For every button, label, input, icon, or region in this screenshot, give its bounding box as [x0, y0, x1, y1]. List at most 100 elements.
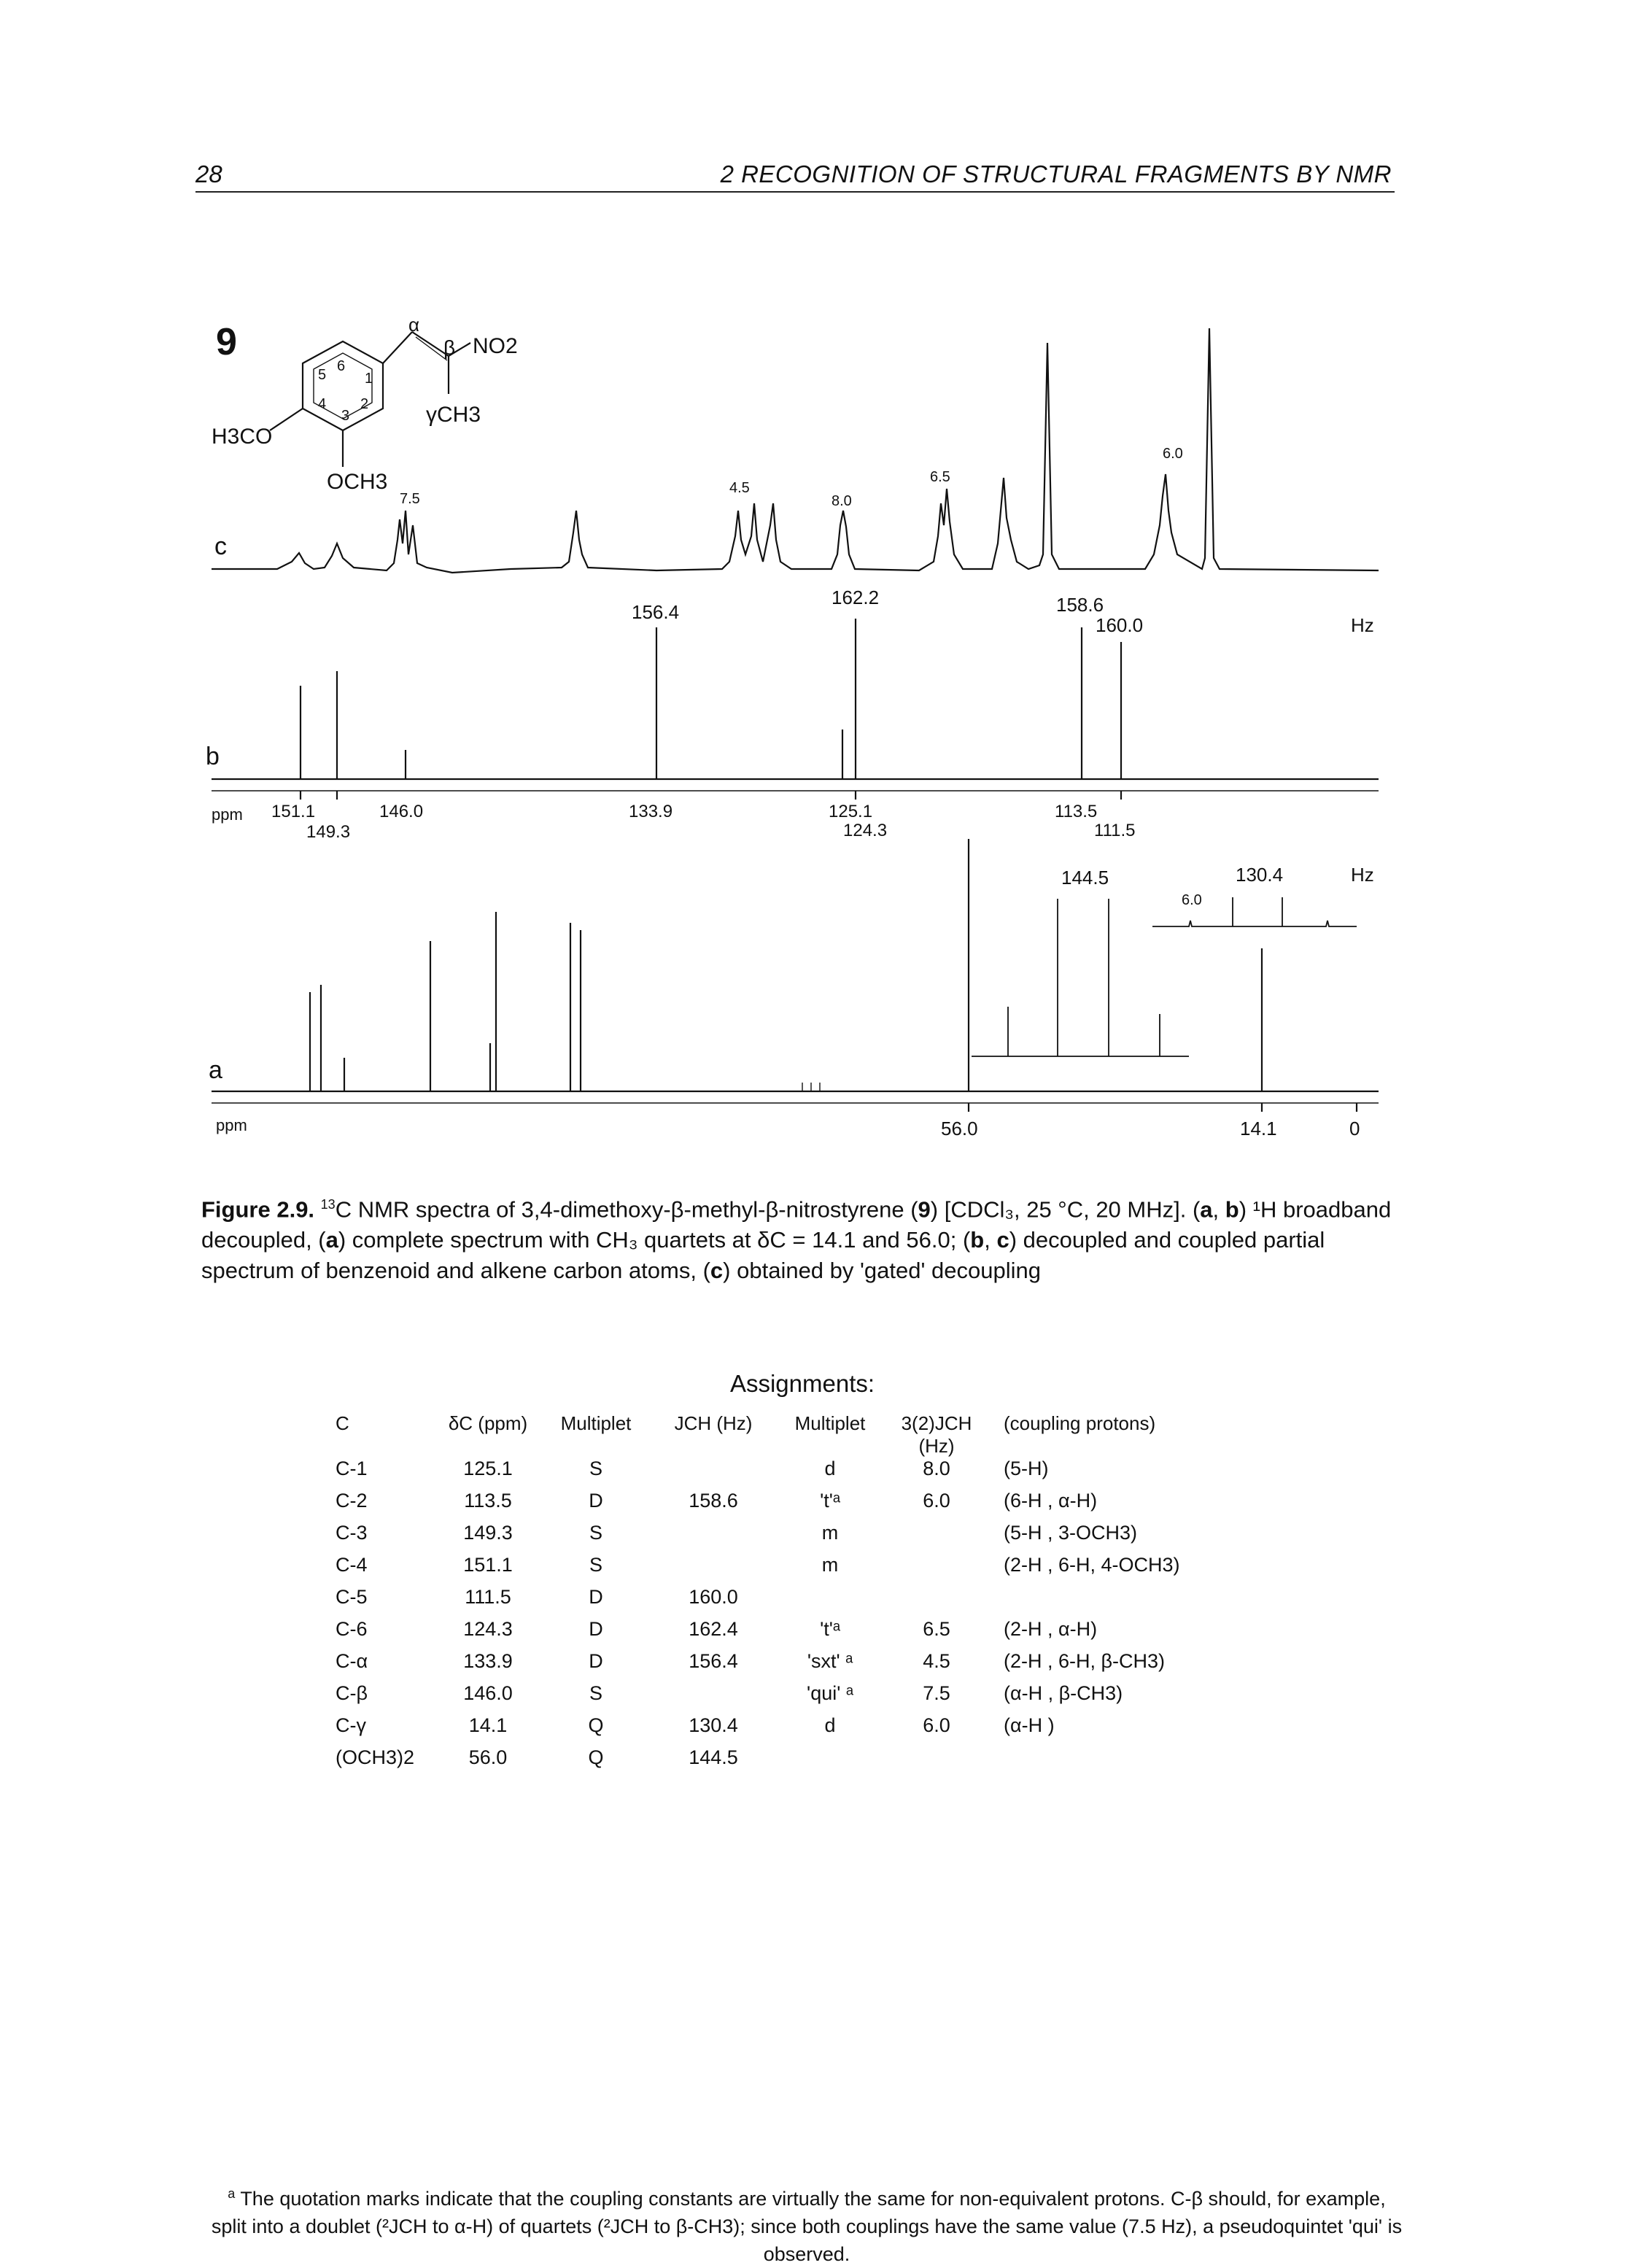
- table-cell: (OCH3)2: [336, 1746, 415, 1768]
- caption-text-6: ) obtained by 'gated' decoupling: [723, 1258, 1042, 1284]
- compound-number: 9: [216, 321, 237, 363]
- col-header: (coupling protons): [1004, 1412, 1156, 1434]
- table-cell: Q: [588, 1746, 604, 1768]
- table-cell: C-3: [336, 1522, 368, 1544]
- table-cell: D: [589, 1618, 603, 1640]
- table-cell: 'sxt' ᵃ: [807, 1650, 853, 1672]
- table-cell: [883, 1746, 991, 1779]
- ring-number-1: 1: [365, 371, 373, 387]
- table-cell: C-5: [336, 1586, 368, 1608]
- table-cell: 4.5: [923, 1650, 950, 1672]
- table-cell: (α-H ): [1004, 1714, 1055, 1736]
- a-tick-56: 56.0: [941, 1118, 978, 1139]
- figure-label: Figure 2.9.: [201, 1196, 315, 1223]
- caption-a: a: [1200, 1196, 1213, 1223]
- table-cell: D: [589, 1650, 603, 1672]
- table-cell: S: [589, 1458, 602, 1479]
- a-unit-hz: Hz: [1351, 864, 1374, 886]
- table-cell: 6.0: [923, 1490, 950, 1512]
- caption-compound: 9: [918, 1196, 931, 1223]
- methoxy-left-label: H3CO: [212, 425, 272, 449]
- table-cell: S: [589, 1554, 602, 1576]
- isotope-superscript: 13: [320, 1197, 336, 1212]
- table-cell: C-2: [336, 1490, 368, 1512]
- col-header: δC (ppm): [448, 1412, 528, 1434]
- table-cell: C-β: [336, 1682, 368, 1704]
- caption-b: b: [1225, 1196, 1239, 1223]
- table-cell: [649, 1522, 778, 1554]
- assignments-table: C δC (ppm) Multiplet JCH (Hz) Multiplet …: [336, 1412, 1237, 1779]
- caption-text-5: ) decoupled and coupled partial spectrum…: [201, 1227, 1325, 1284]
- table-cell: 113.5: [464, 1490, 512, 1512]
- table-cell: C-α: [336, 1650, 368, 1672]
- col-header: Multiplet: [794, 1412, 866, 1434]
- table-cell: 158.6: [689, 1490, 738, 1512]
- b-tick-149: 149.3: [306, 822, 350, 842]
- table-cell: 6.0: [923, 1714, 950, 1736]
- b-unit-hz: Hz: [1351, 614, 1374, 636]
- table-cell: 124.3: [463, 1618, 513, 1640]
- b-coupling-156: 156.4: [632, 601, 679, 623]
- footnote: a The quotation marks indicate that the …: [209, 2180, 1405, 2268]
- nitro-label: NO2: [473, 334, 518, 358]
- col-header: 3(2)JCH (Hz): [901, 1412, 972, 1457]
- chemical-structure: [269, 331, 471, 467]
- footnote-text: The quotation marks indicate that the co…: [211, 2188, 1403, 2265]
- table-row: C-2 113.5 D 158.6 't'ᵃ 6.0 (6-H , α-H): [336, 1490, 1237, 1522]
- table-cell: 162.4: [689, 1618, 738, 1640]
- table-cell: C-γ: [336, 1714, 366, 1736]
- b-tick-124: 124.3: [843, 821, 887, 840]
- figure-caption: Figure 2.9. 13C NMR spectra of 3,4-dimet…: [201, 1189, 1398, 1286]
- table-cell: m: [821, 1522, 839, 1544]
- table-cell: [883, 1554, 991, 1586]
- caption-text-4: ) complete spectrum with CH₃ quartets at…: [338, 1227, 971, 1253]
- ring-number-2: 2: [360, 396, 368, 412]
- table-cell: d: [824, 1714, 836, 1736]
- coupling-label-60: 6.0: [1163, 446, 1183, 462]
- table-cell: d: [824, 1458, 836, 1479]
- caption-text-1: C NMR spectra of 3,4-dimethoxy-β-methyl-…: [335, 1196, 918, 1223]
- coupling-label-75: 7.5: [400, 491, 420, 507]
- table-cell: (2-H , α-H): [1004, 1618, 1098, 1640]
- a-ppm-label: ppm: [216, 1116, 247, 1134]
- gamma-methyl-label: γCH3: [426, 403, 481, 427]
- table-cell: 'qui' ᵃ: [807, 1682, 853, 1704]
- page-header: 28 2 RECOGNITION OF STRUCTURAL FRAGMENTS…: [195, 155, 1392, 193]
- b-coupling-160: 160.0: [1096, 614, 1143, 636]
- table-cell: [991, 1586, 1237, 1618]
- table-header-row: C δC (ppm) Multiplet JCH (Hz) Multiplet …: [336, 1412, 1237, 1458]
- table-cell: 149.3: [463, 1522, 513, 1544]
- nmr-spectra-figure: 9 α β NO2 γCH3 H3CO OCH3 1 2 3 4 5 6 c b…: [206, 314, 1379, 1139]
- b-tick-133: 133.9: [629, 802, 672, 821]
- table-cell: 133.9: [463, 1650, 513, 1672]
- table-cell: S: [589, 1682, 602, 1704]
- caption-text-2: ) [CDCl₃, 25 °C, 20 MHz]. (: [930, 1196, 1201, 1223]
- ring-number-5: 5: [318, 367, 326, 383]
- ring-number-4: 4: [318, 396, 326, 412]
- table-cell: (6-H , α-H): [1004, 1490, 1098, 1512]
- b-coupling-162: 162.2: [832, 587, 879, 608]
- caption-b-2: b: [970, 1227, 985, 1253]
- table-cell: 160.0: [689, 1586, 738, 1608]
- table-cell: [649, 1554, 778, 1586]
- coupling-label-45: 4.5: [729, 480, 750, 496]
- caption-a-2: a: [325, 1227, 338, 1253]
- table-cell: 8.0: [923, 1458, 950, 1479]
- table-cell: 56.0: [468, 1746, 508, 1768]
- table-cell: [883, 1522, 991, 1554]
- header-rule: [195, 191, 1395, 193]
- table-cell: C-1: [336, 1458, 368, 1479]
- table-cell: m: [821, 1554, 839, 1576]
- table-cell: D: [589, 1490, 603, 1512]
- table-cell: C-4: [336, 1554, 368, 1576]
- table-cell: D: [589, 1586, 603, 1608]
- methoxy-bottom-label: OCH3: [327, 470, 387, 494]
- table-cell: 't'ᵃ: [820, 1490, 840, 1512]
- table-cell: (2-H , 6-H, β-CH3): [1004, 1650, 1166, 1672]
